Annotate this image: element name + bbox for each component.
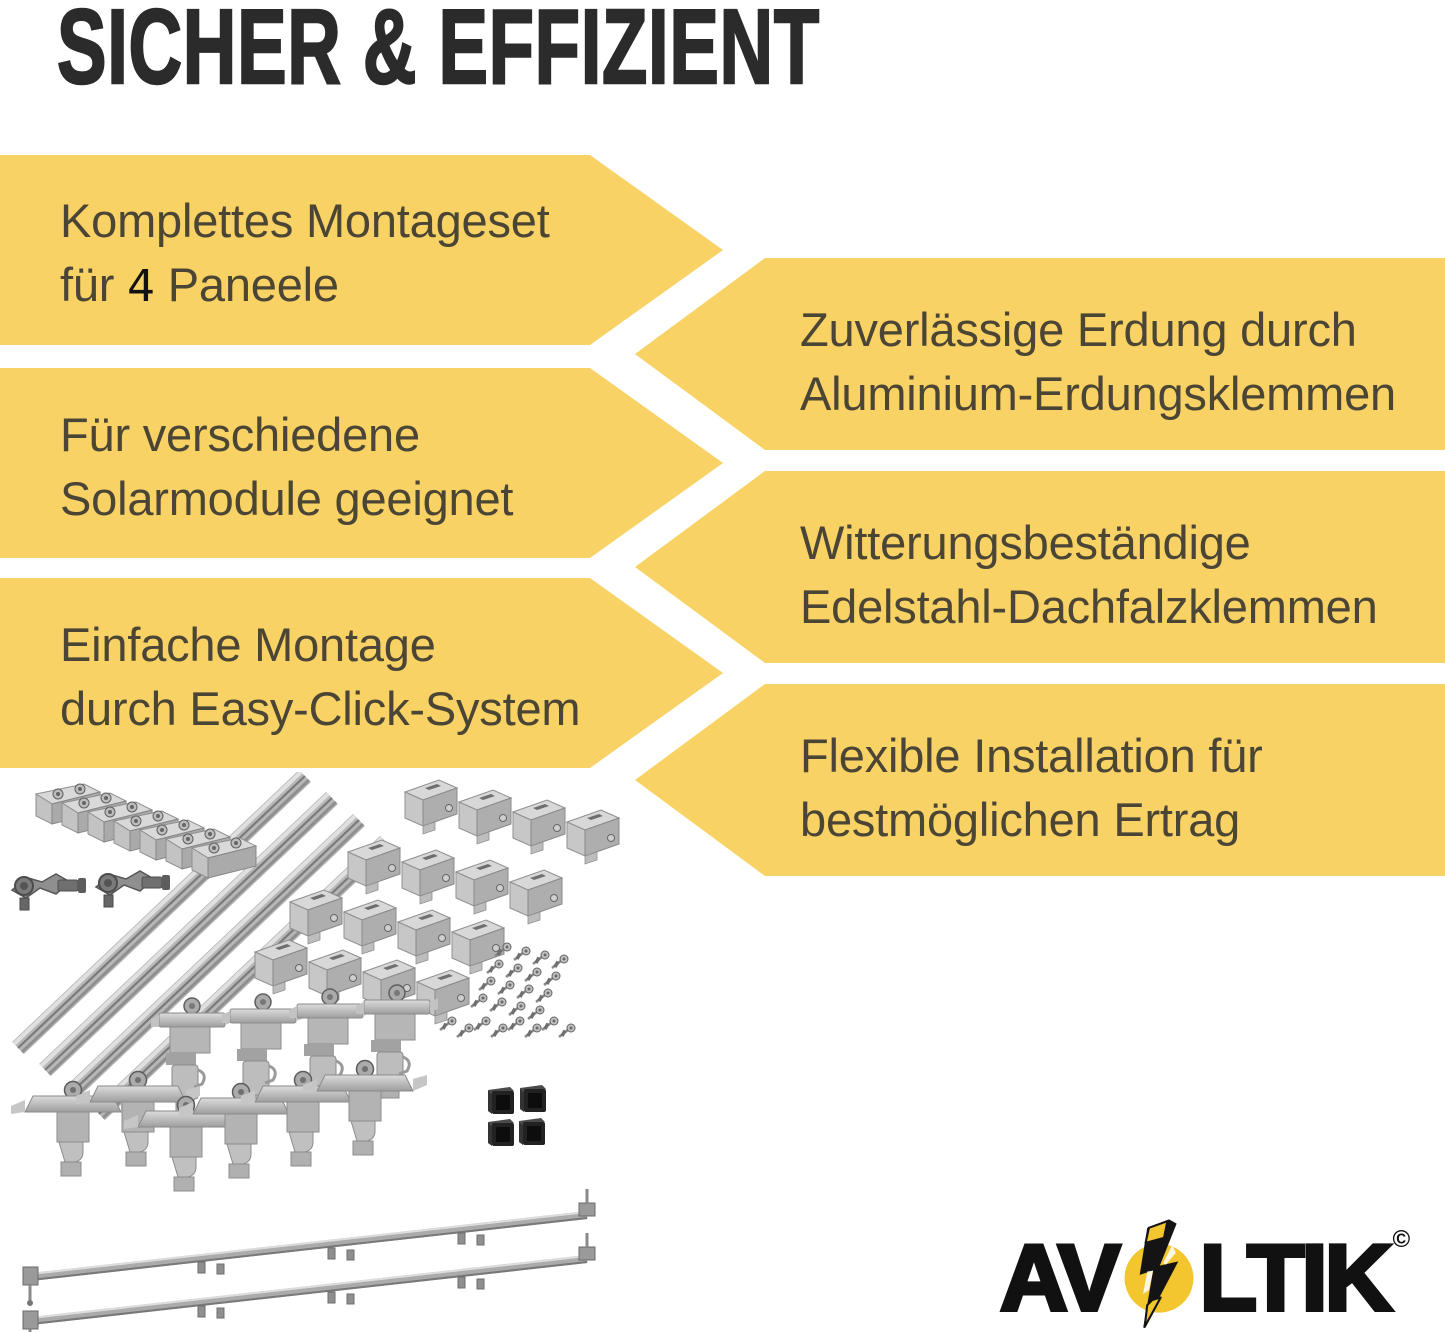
black-end-caps — [488, 1085, 546, 1146]
feature-line-1: Für verschiedene — [60, 408, 420, 461]
grounding-clamps-row — [35, 783, 257, 879]
product-photo-mounting-kit — [10, 772, 620, 1332]
brand-logo: AV LTIK © — [998, 1212, 1411, 1332]
feature-line-2: durch Easy-Click-System — [60, 682, 581, 735]
feature-text: Für verschiedene Solarmodule geeignet — [0, 368, 723, 558]
feature-line-1: Witterungsbeständige — [800, 516, 1251, 569]
feature-text: Einfache Montage durch Easy-Click-System — [0, 578, 723, 768]
thin-rails — [23, 1189, 595, 1332]
feature-text: Komplettes Montageset für 4 Paneele — [0, 155, 723, 345]
panel-count: 4 — [127, 261, 155, 312]
feature-banner-dachfalzklemmen: Witterungsbeständige Edelstahl-Dachfalzk… — [635, 471, 1445, 663]
feature-banner-installation: Flexible Installation für bestmöglichen … — [635, 684, 1445, 876]
feature-text: Witterungsbeständige Edelstahl-Dachfalzk… — [635, 471, 1445, 663]
logo-text-prefix: AV — [998, 1225, 1123, 1330]
feature-line-2: Solarmodule geeignet — [60, 472, 514, 525]
feature-line-2: Edelstahl-Dachfalzklemmen — [800, 580, 1378, 633]
logo-text-suffix: LTIK — [1198, 1225, 1395, 1330]
feature-text: Zuverlässige Erdung durch Aluminium-Erdu… — [635, 258, 1445, 450]
mounting-rails — [12, 772, 392, 1121]
lightning-bolt-icon — [1124, 1219, 1194, 1329]
page-title: SICHER & EFFIZIENT — [56, 0, 820, 106]
feature-line-1: Flexible Installation für — [800, 729, 1263, 782]
feature-banner-erdung: Zuverlässige Erdung durch Aluminium-Erdu… — [635, 258, 1445, 450]
feature-text: Flexible Installation für bestmöglichen … — [635, 684, 1445, 876]
feature-banner-montageset: Komplettes Montageset für 4 Paneele — [0, 155, 723, 345]
feature-line-2: für 4 Paneele — [60, 258, 339, 312]
feature-line-2: bestmöglichen Ertrag — [800, 793, 1241, 846]
copyright-mark: © — [1392, 1226, 1411, 1253]
feature-banner-montage: Einfache Montage durch Easy-Click-System — [0, 578, 723, 768]
feature-line-1: Komplettes Montageset — [60, 194, 550, 247]
feature-banner-solarmodule: Für verschiedene Solarmodule geeignet — [0, 368, 723, 558]
feature-line-2: Aluminium-Erdungsklemmen — [800, 367, 1396, 420]
roof-hook-assemblies — [11, 870, 171, 911]
feature-line-1: Zuverlässige Erdung durch — [800, 303, 1357, 356]
feature-line-1: Einfache Montage — [60, 618, 436, 671]
